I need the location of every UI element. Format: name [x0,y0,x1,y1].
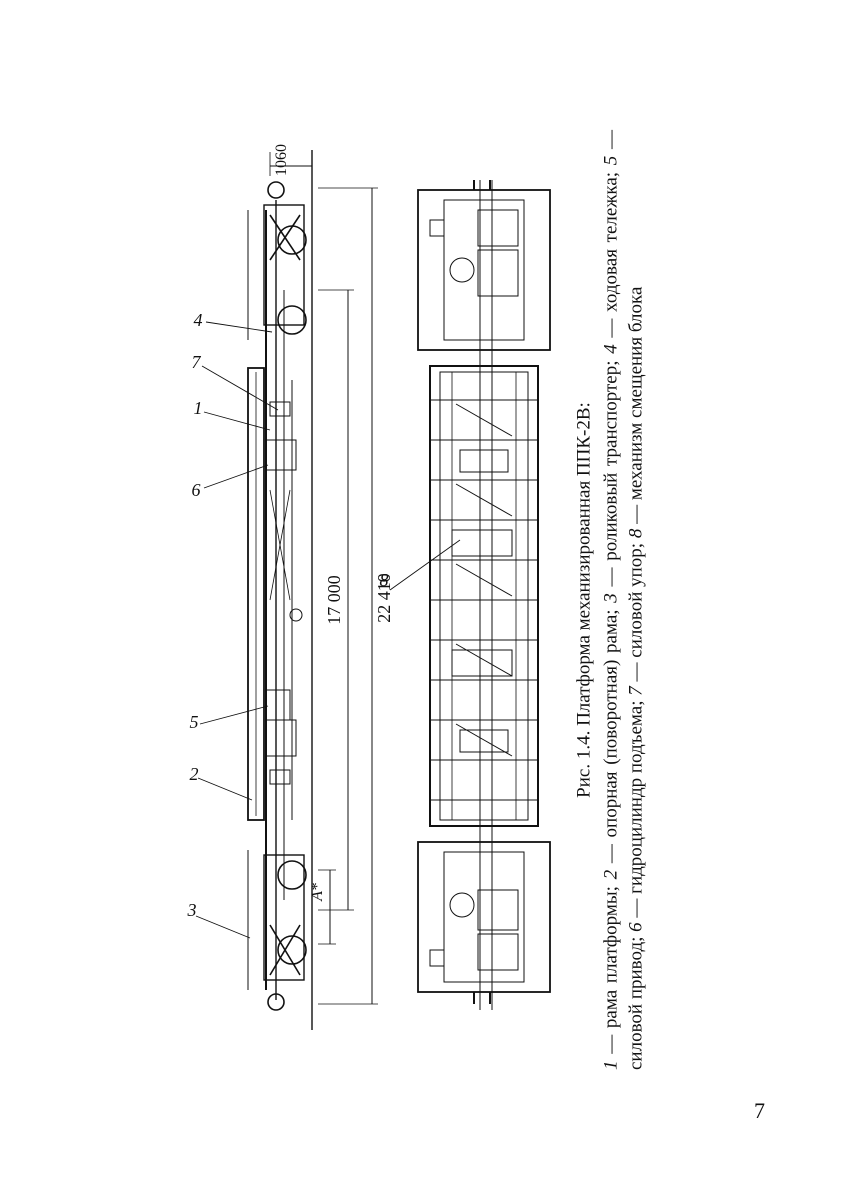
legend-num-3: 3 [600,593,622,603]
legend-text-8: — механизм смещения блока [625,286,647,529]
legend-num-6: 6 [625,922,647,932]
legend-num-4: 4 [600,344,622,354]
figure-title: Рис. 1.4. Платформа механизированная ППК… [573,402,595,798]
page-number: 7 [754,1098,765,1123]
legend-num-5: 5 [600,155,622,166]
callout-4: 4 [194,310,203,330]
legend-text-6: — гидроцилиндр подъема; [625,695,647,923]
dimension-overall: 22 410 [374,573,394,623]
dimension-base: 17 000 [324,575,344,625]
plan-view [389,180,551,1010]
legend-text-1: — рама платформы; [600,879,622,1061]
legend-num-1: 1 [600,1060,622,1071]
legend-text-4: — ходовая тележка; [600,165,622,345]
legend-text-3: — роликовый транспортер; [600,353,622,594]
figure-caption: Рис. 1.4. Платформа механизированная ППК… [572,130,649,1070]
callout-7: 7 [192,352,202,372]
callout-3: 3 [187,900,197,920]
legend-num-8: 8 [625,528,647,539]
legend-num-7: 7 [625,686,647,696]
legend-num-2: 2 [600,869,622,880]
legend-text-7: — силовой упор; [625,538,647,687]
callout-2: 2 [190,764,199,784]
dimension-height: 1060 [273,144,290,176]
figure-legend: 1 — рама платформы; 2 — опорная (поворот… [599,130,649,1070]
callout-1: 1 [194,398,203,418]
callout-5: 5 [190,712,199,732]
callout-8: 8 [380,570,389,590]
dimension-a-mark: A* [309,883,326,902]
legend-text-2: — опорная (поворотная) рама; [600,602,622,870]
side-view [195,150,378,1030]
callout-6: 6 [192,480,201,500]
